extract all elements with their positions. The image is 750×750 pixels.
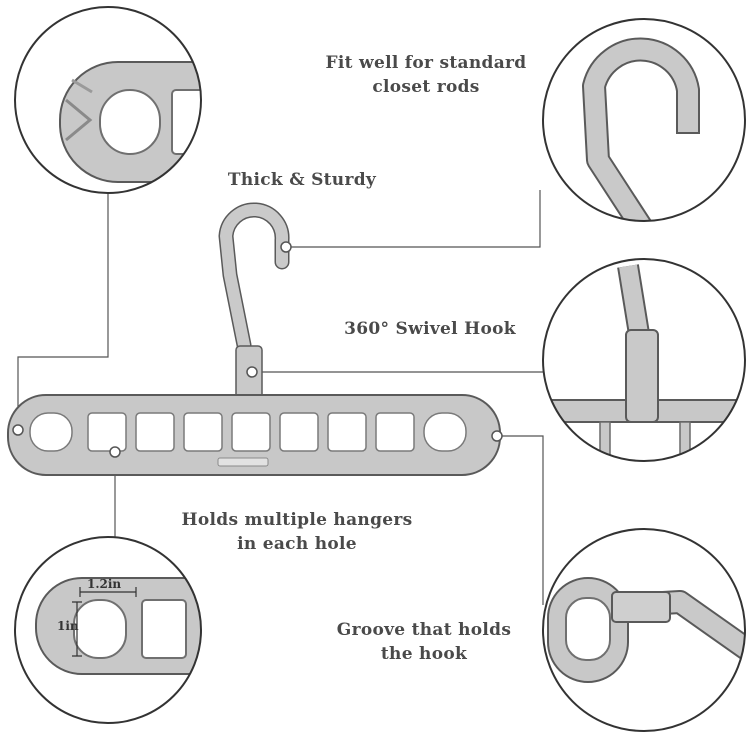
- leader-line-hook-tip: [285, 190, 541, 248]
- leader-dot: [109, 446, 121, 458]
- caption-closet-rods: Fit well for standard closet rods: [318, 51, 534, 99]
- detail-hook: [582, 37, 700, 221]
- leader-lines: [17, 190, 544, 605]
- caption-holds-hangers: Holds multiple hangers in each hole: [172, 508, 422, 556]
- hanger-hole: [29, 412, 73, 452]
- leader-dot: [280, 241, 292, 253]
- dimension-height-label: 1in: [57, 619, 79, 633]
- hanger-hole: [423, 412, 467, 452]
- detail-circle-hook: [542, 18, 746, 222]
- detail-swivel: [543, 264, 745, 461]
- caption-groove: Groove that holds the hook: [326, 618, 522, 666]
- leader-dot: [246, 366, 258, 378]
- caption-line: Groove that holds: [336, 620, 512, 640]
- hanger-hole: [231, 412, 271, 452]
- caption-line: in each hole: [237, 534, 357, 554]
- caption-line: Fit well for standard: [325, 53, 527, 73]
- hanger-hole: [135, 412, 175, 452]
- hanger-hole: [327, 412, 367, 452]
- detail-circle-swivel: [542, 258, 746, 462]
- hanger-hole: [279, 412, 319, 452]
- dimension-width-label: 1.2in: [87, 577, 122, 591]
- hanger-hole: [183, 412, 223, 452]
- detail-circle-dimensions: [14, 536, 202, 724]
- detail-dimensions: [35, 577, 201, 675]
- bar-holes: [29, 412, 467, 452]
- detail-thick-end: [59, 61, 201, 183]
- leader-line-sturdy: [17, 193, 109, 430]
- leader-line-groove: [497, 435, 544, 605]
- caption-line: Holds multiple hangers: [181, 510, 413, 530]
- detail-groove: [547, 577, 745, 683]
- main-hanger: [7, 202, 501, 476]
- hanger-hole: [375, 412, 415, 452]
- detail-circle-thick: [14, 6, 202, 194]
- caption-swivel-hook: 360° Swivel Hook: [330, 317, 530, 341]
- caption-line: the hook: [380, 644, 468, 664]
- leader-dot: [12, 424, 24, 436]
- caption-line: 360° Swivel Hook: [344, 319, 516, 339]
- hanger-hole: [87, 412, 127, 452]
- leader-dots: [12, 241, 503, 458]
- caption-line: Thick & Sturdy: [227, 170, 377, 190]
- caption-thick-sturdy: Thick & Sturdy: [214, 168, 390, 192]
- detail-circle-groove: [542, 528, 746, 732]
- leader-dot: [491, 430, 503, 442]
- caption-line: closet rods: [372, 77, 480, 97]
